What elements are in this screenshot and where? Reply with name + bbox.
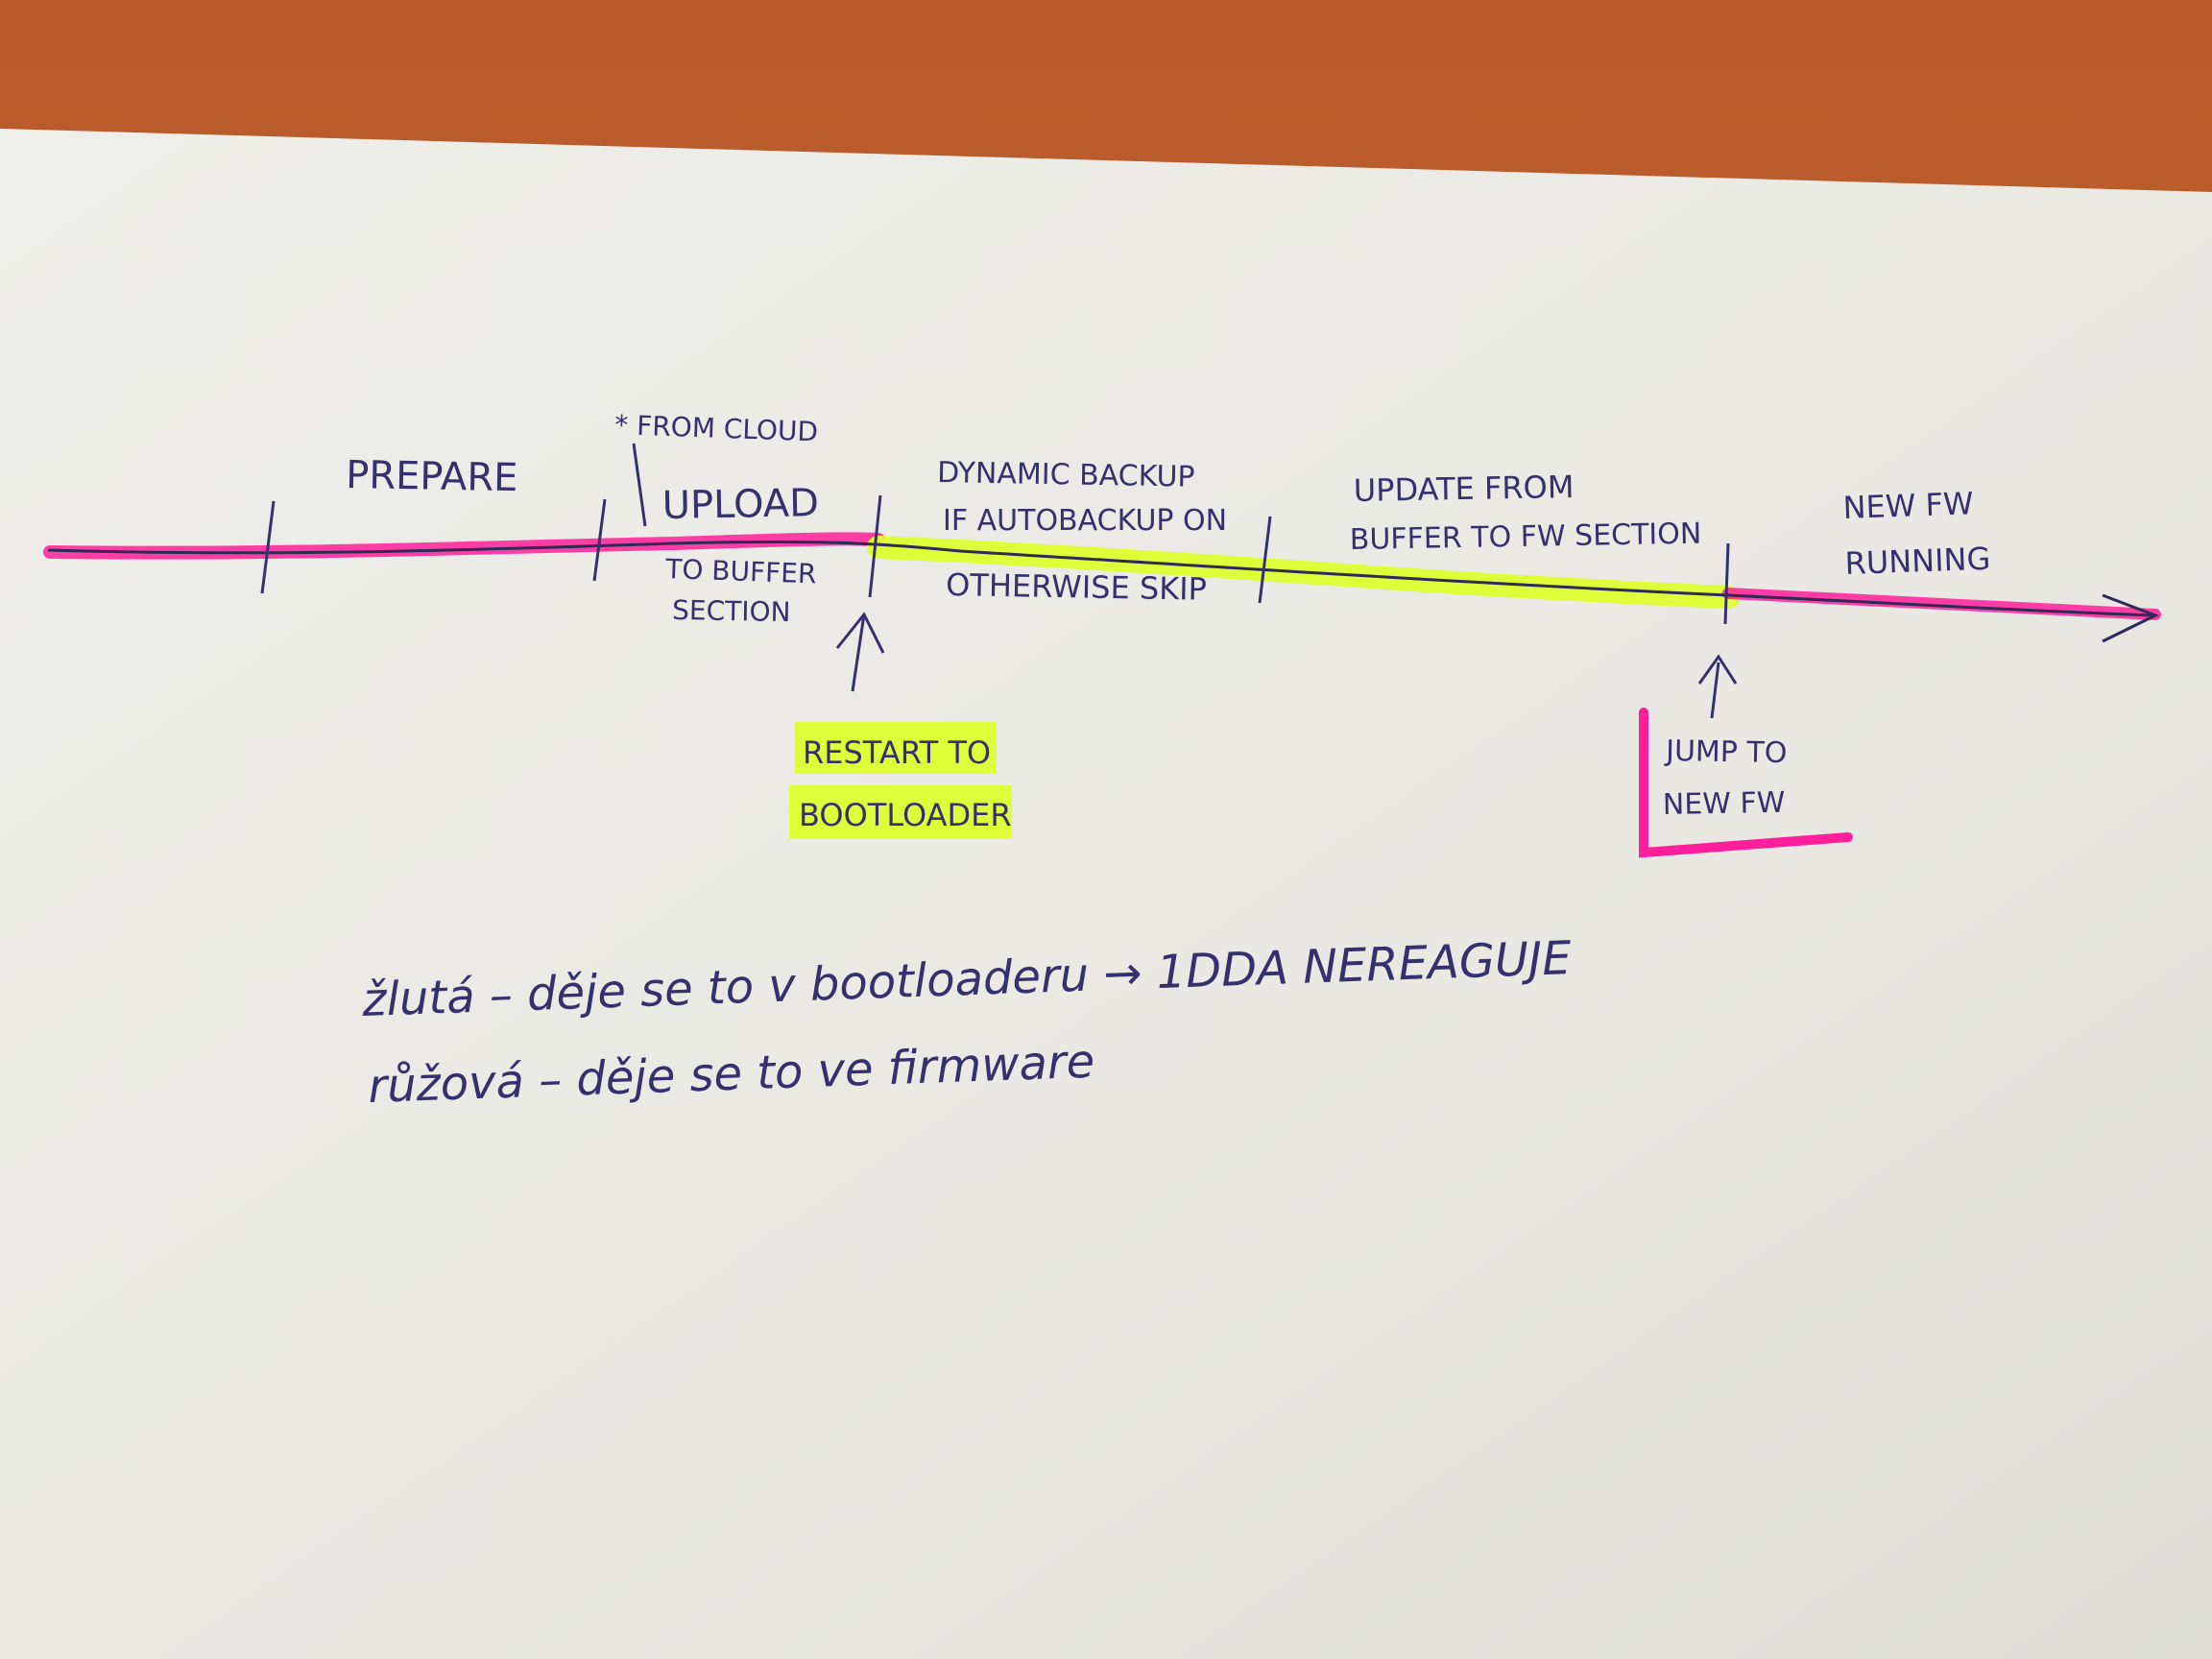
upload-marker-line bbox=[632, 443, 647, 527]
pink-bracket bbox=[1639, 708, 1853, 858]
label-bootloader: BOOTLOADER bbox=[799, 797, 1012, 833]
up-arrow-icon bbox=[835, 612, 885, 692]
yellow-highlight-restart bbox=[795, 722, 997, 774]
label-buffer-to-fw: BUFFER TO FW SECTION bbox=[1350, 517, 1702, 557]
timeline bbox=[47, 443, 2159, 643]
segment-labels: PREPARE * FROM CLOUD UPLOAD TO BUFFER SE… bbox=[346, 409, 1991, 628]
label-update-from: UPDATE FROM bbox=[1353, 469, 1574, 509]
arrow-head-icon bbox=[2102, 593, 2159, 643]
label-if-autobackup: IF AUTOBACKUP ON bbox=[943, 504, 1227, 538]
label-prepare: PREPARE bbox=[346, 453, 518, 500]
label-to-buffer: TO BUFFER bbox=[664, 553, 817, 589]
divider-tick bbox=[592, 498, 607, 582]
label-otherwise-skip: OTHERWISE SKIP bbox=[946, 566, 1207, 608]
label-new-fw: NEW FW bbox=[1842, 485, 1974, 526]
divider-tick bbox=[1723, 542, 1730, 625]
label-restart-to: RESTART TO bbox=[803, 734, 991, 771]
label-upload: UPLOAD bbox=[661, 481, 819, 528]
label-running: RUNNING bbox=[1844, 541, 1991, 582]
divider-tick bbox=[260, 500, 276, 594]
paper-sheet bbox=[0, 129, 2212, 1659]
label-section: SECTION bbox=[672, 594, 791, 628]
divider-tick bbox=[1258, 516, 1272, 604]
up-arrow-icon bbox=[1697, 654, 1738, 719]
event-jump: JUMP TO NEW FW bbox=[1639, 654, 1853, 858]
yellow-highlight-bootloader bbox=[789, 785, 1012, 839]
label-new-fw-event: NEW FW bbox=[1663, 786, 1786, 822]
divider-tick bbox=[868, 494, 882, 598]
event-restart: RESTART TO BOOTLOADER bbox=[789, 612, 1012, 839]
timeline-line bbox=[47, 540, 2156, 617]
label-jump-to: JUMP TO bbox=[1664, 734, 1788, 770]
label-dynamic-backup: DYNAMIC BACKUP bbox=[937, 456, 1195, 494]
label-from-cloud: * FROM CLOUD bbox=[614, 409, 819, 447]
